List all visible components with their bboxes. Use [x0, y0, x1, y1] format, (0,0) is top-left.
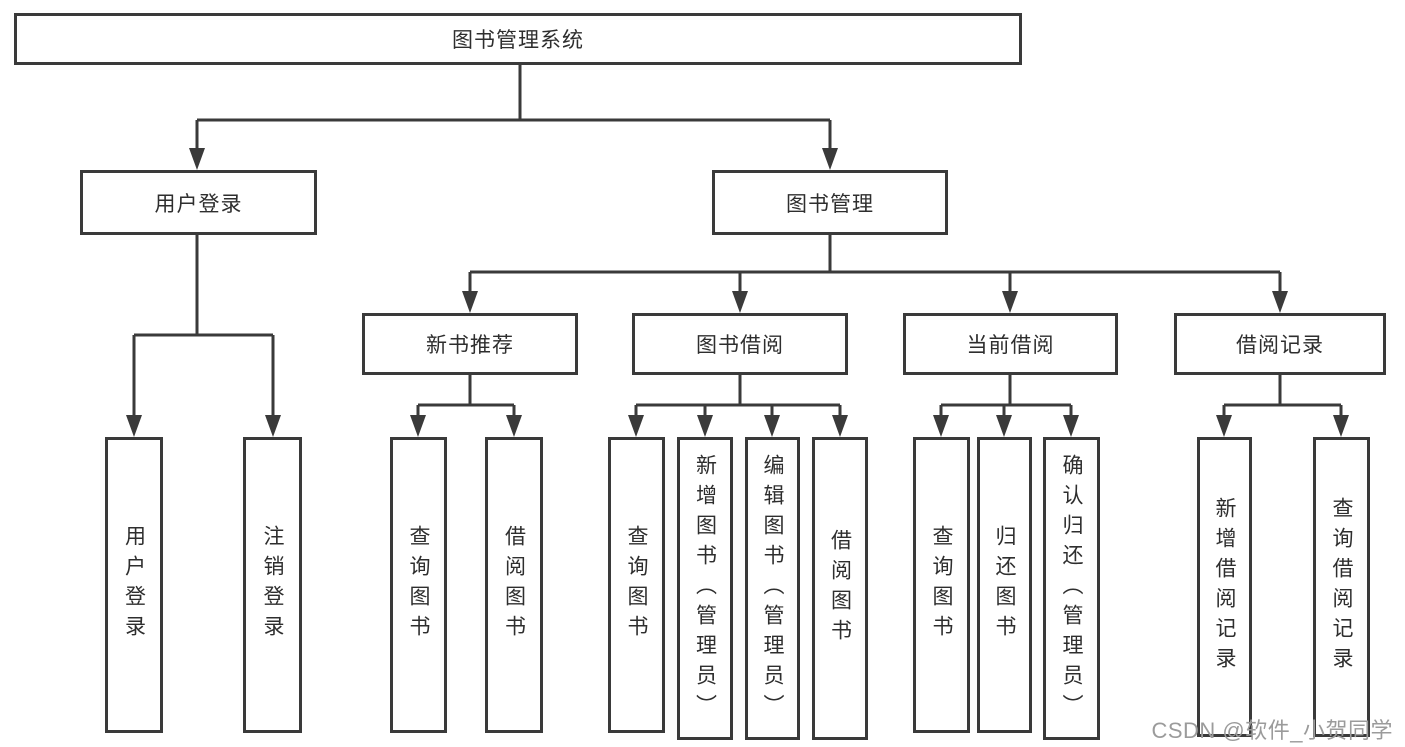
- leaf-borrow-books-borrowing: 借阅图书: [812, 437, 868, 740]
- node-book-management: 图书管理: [712, 170, 948, 235]
- node-borrowing-records: 借阅记录: [1174, 313, 1386, 375]
- node-current-borrowing: 当前借阅: [903, 313, 1118, 375]
- leaf-edit-books-admin: 编辑图书（管理员）: [745, 437, 800, 740]
- node-new-book-recommend-label: 新书推荐: [426, 334, 514, 357]
- leaf-add-books-admin: 新增图书（管理员）: [677, 437, 733, 740]
- node-new-book-recommend: 新书推荐: [362, 313, 578, 375]
- leaf-user-login: 用户登录: [105, 437, 163, 733]
- node-book-borrowing-label: 图书借阅: [696, 334, 784, 357]
- leaf-logout: 注销登录: [243, 437, 302, 733]
- leaf-add-borrow-record: 新增借阅记录: [1197, 437, 1252, 737]
- leaf-logout-label: 注销登录: [261, 525, 285, 645]
- node-user-login-label: 用户登录: [154, 192, 243, 216]
- leaf-query-books-borrowing-label: 查询图书: [625, 525, 649, 645]
- node-library-system: 图书管理系统: [14, 13, 1022, 65]
- leaf-user-login-label: 用户登录: [122, 525, 146, 645]
- csdn-watermark: CSDN @软件_小贺同学: [1151, 718, 1393, 743]
- leaf-query-borrow-record-label: 查询借阅记录: [1330, 497, 1354, 677]
- node-user-login: 用户登录: [80, 170, 317, 235]
- node-book-management-label: 图书管理: [786, 192, 874, 216]
- leaf-query-books-borrowing: 查询图书: [608, 437, 665, 733]
- leaf-borrow-books-recommend-label: 借阅图书: [502, 525, 526, 645]
- leaf-add-borrow-record-label: 新增借阅记录: [1213, 497, 1237, 677]
- leaf-query-books-recommend-label: 查询图书: [407, 525, 431, 645]
- leaf-confirm-return-admin-label: 确认归还（管理员）: [1060, 453, 1084, 724]
- leaf-edit-books-admin-label: 编辑图书（管理员）: [761, 453, 785, 724]
- node-borrowing-records-label: 借阅记录: [1236, 334, 1324, 357]
- connector-strokes: [132, 64, 1343, 417]
- leaf-query-books-current-label: 查询图书: [930, 525, 954, 645]
- leaf-query-borrow-record: 查询借阅记录: [1313, 437, 1370, 737]
- leaf-confirm-return-admin: 确认归还（管理员）: [1043, 437, 1100, 740]
- leaf-query-books-current: 查询图书: [913, 437, 970, 733]
- leaf-borrow-books-recommend: 借阅图书: [485, 437, 543, 733]
- arrowhead-icons: [126, 148, 1349, 437]
- leaf-borrow-books-borrowing-label: 借阅图书: [828, 528, 852, 649]
- node-current-borrowing-label: 当前借阅: [966, 334, 1055, 357]
- node-book-borrowing: 图书借阅: [632, 313, 848, 375]
- leaf-return-books: 归还图书: [977, 437, 1032, 733]
- leaf-query-books-recommend: 查询图书: [390, 437, 447, 733]
- node-library-system-label: 图书管理系统: [452, 29, 584, 52]
- leaf-return-books-label: 归还图书: [993, 525, 1017, 645]
- leaf-add-books-admin-label: 新增图书（管理员）: [693, 453, 717, 724]
